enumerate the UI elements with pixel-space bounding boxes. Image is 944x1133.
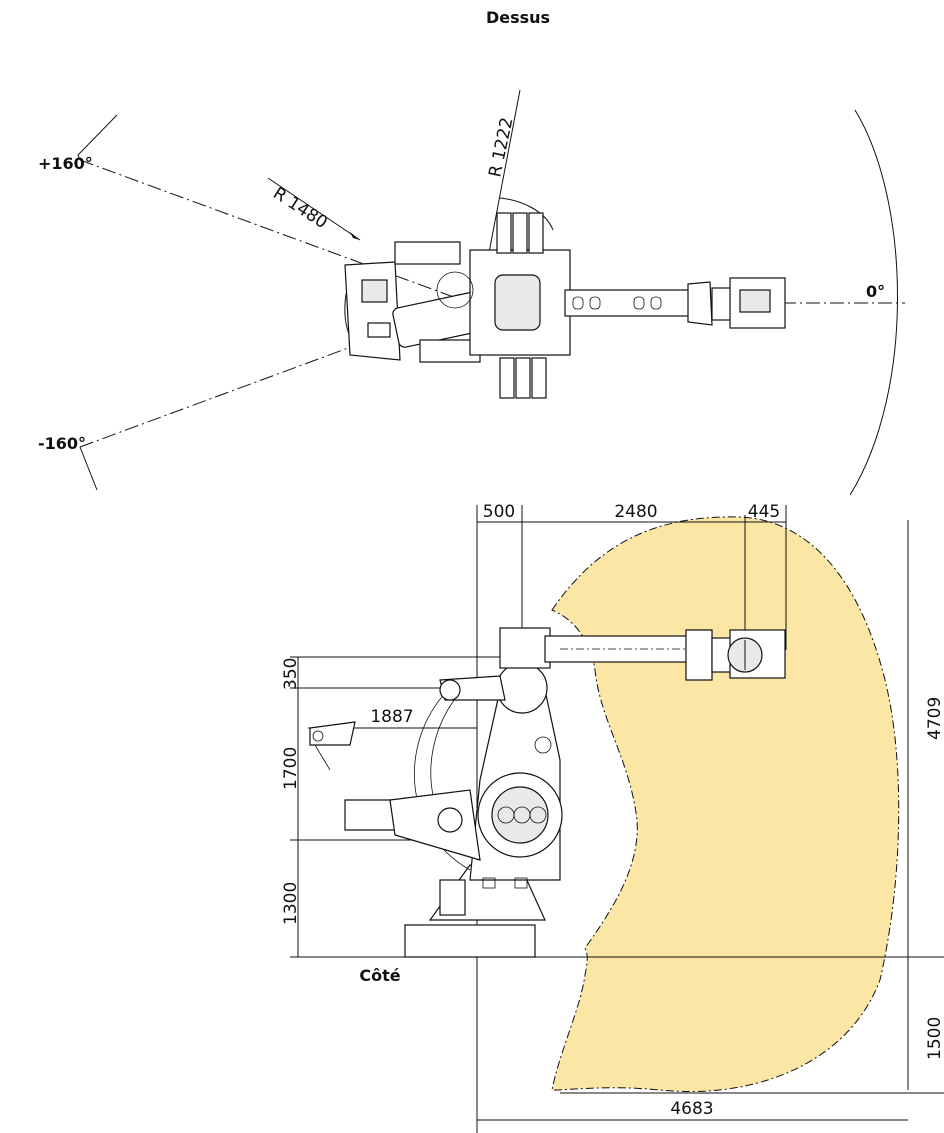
- robot-top-silhouette: [344, 212, 786, 399]
- wrist-flange: [739, 289, 771, 313]
- cw-block-2: [367, 322, 391, 338]
- tool-sketch: [309, 721, 356, 746]
- workspace-envelope: [551, 516, 900, 1092]
- dim-label-1500: 1500: [925, 1017, 944, 1060]
- balancer-pin: [439, 679, 461, 701]
- limit-line-plus160: [79, 159, 471, 304]
- side-view: 350 1700 1300 1887 500 2480 445 4709 150…: [281, 502, 944, 1133]
- gear-hole-3: [529, 806, 547, 824]
- robot-side-silhouette: [309, 627, 786, 958]
- counterweight-pin: [437, 807, 463, 833]
- dim-label-350: 350: [281, 658, 301, 690]
- inner-arc-top: [499, 197, 554, 231]
- dim-label-4683: 4683: [670, 1099, 713, 1119]
- motor-top-1: [496, 212, 512, 254]
- frame-upper: [394, 241, 461, 265]
- dim-label-1700: 1700: [281, 747, 301, 790]
- wrist-collar-side: [685, 629, 713, 681]
- dim-label-1300: 1300: [281, 882, 301, 925]
- upper-arm: [564, 289, 691, 317]
- arm-slot-2: [589, 296, 601, 310]
- arm-slot-3: [633, 296, 645, 310]
- connector-2: [514, 877, 528, 889]
- shoulder-joint: [496, 662, 548, 714]
- radius-leader-1480: [267, 177, 361, 241]
- angle-label-minus: -160°: [38, 434, 86, 453]
- dim-label-1887: 1887: [370, 707, 413, 727]
- angle-label-plus: +160°: [38, 154, 93, 173]
- wrist-collar: [687, 281, 713, 326]
- motor-top-2: [512, 212, 528, 254]
- balancer-arc-outer: [414, 689, 471, 871]
- outer-reach-arc-right: [849, 109, 898, 496]
- dim-label-2480: 2480: [614, 502, 657, 522]
- base-plate: [404, 924, 536, 958]
- counterweight-plate: [344, 261, 401, 361]
- arm-slot-1: [572, 296, 584, 310]
- arm-slot-4: [650, 296, 662, 310]
- outer-reach-arc-left-upper: [77, 114, 118, 161]
- electrical-box: [439, 879, 466, 916]
- turret-motor: [494, 274, 541, 331]
- dim-label-500: 500: [483, 502, 515, 522]
- wrist-link: [711, 287, 733, 321]
- turret-joint: [436, 271, 474, 309]
- gear-inner: [491, 786, 549, 844]
- counterweight-block: [344, 799, 396, 831]
- counterweight-arm: [389, 789, 481, 861]
- motor-bottom-3: [531, 357, 547, 399]
- motor-bottom-1: [499, 357, 515, 399]
- top-view: Dessus +160° -160° 0° R 1480 R 1222: [38, 8, 905, 496]
- radius-label-1222: R 1222: [485, 116, 517, 179]
- angle-label-zero: 0°: [866, 282, 885, 301]
- motor-bottom-2: [515, 357, 531, 399]
- tool-sketch-hole: [312, 730, 324, 742]
- side-view-title: Côté: [359, 966, 400, 985]
- outer-reach-arc-left-lower: [79, 446, 98, 491]
- motor-top-3: [528, 212, 544, 254]
- dim-label-4709: 4709: [925, 697, 944, 740]
- connector-1: [482, 877, 496, 889]
- cw-block-1: [361, 279, 388, 303]
- dim-label-445: 445: [748, 502, 780, 522]
- upper-arm-side: [544, 635, 691, 663]
- radius-arrow-1480: [350, 232, 360, 240]
- top-view-title: Dessus: [486, 8, 550, 27]
- arm-housing: [499, 627, 551, 669]
- tool-sketch-line: [314, 744, 331, 771]
- column-hole: [534, 736, 552, 754]
- radius-label-1480: R 1480: [269, 183, 331, 233]
